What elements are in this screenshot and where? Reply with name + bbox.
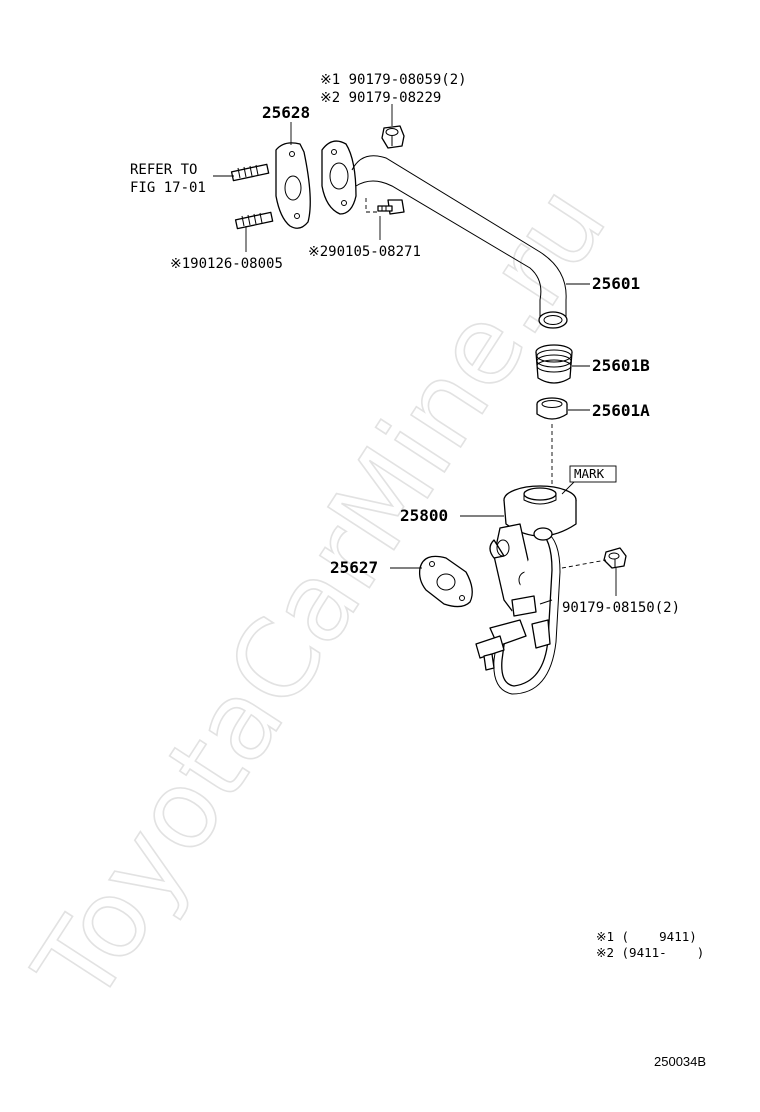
legend-line-1: ※1 ( 9411) <box>596 929 697 944</box>
ring-25601A <box>536 397 568 420</box>
egr-pipe-25601 <box>351 155 568 329</box>
note-top-1: ※1 90179-08059(2) <box>320 72 467 88</box>
label-stud: ※190126-08005 <box>170 256 283 272</box>
stud-upper <box>230 163 270 182</box>
pipe-flange <box>321 140 357 215</box>
bolt <box>377 199 405 215</box>
legend-line-2: ※2 (9411- ) <box>596 945 704 960</box>
label-mark: MARK <box>574 466 605 481</box>
gasket-25628 <box>275 142 311 229</box>
label-25628: 25628 <box>262 103 310 122</box>
gasket-25627 <box>418 555 473 608</box>
figure-code: 250034B <box>654 1054 706 1069</box>
nut-lower <box>603 547 627 569</box>
nut-upper <box>381 125 405 149</box>
egr-valve-25800 <box>475 485 577 695</box>
note-top-2: ※2 90179-08229 <box>320 90 441 106</box>
label-25800: 25800 <box>400 506 448 525</box>
stud-lower <box>234 211 274 230</box>
label-25601A: 25601A <box>592 401 650 420</box>
mark-box <box>569 465 617 483</box>
label-nut-lower: 90179-08150(2) <box>562 600 680 616</box>
gasket-25601B <box>535 344 573 384</box>
label-bolt: ※290105-08271 <box>308 244 421 260</box>
label-25627: 25627 <box>330 558 378 577</box>
label-25601B: 25601B <box>592 356 650 375</box>
label-25601: 25601 <box>592 274 640 293</box>
refer-line-2: FIG 17-01 <box>130 180 206 196</box>
refer-line-1: REFER TO <box>130 162 197 178</box>
